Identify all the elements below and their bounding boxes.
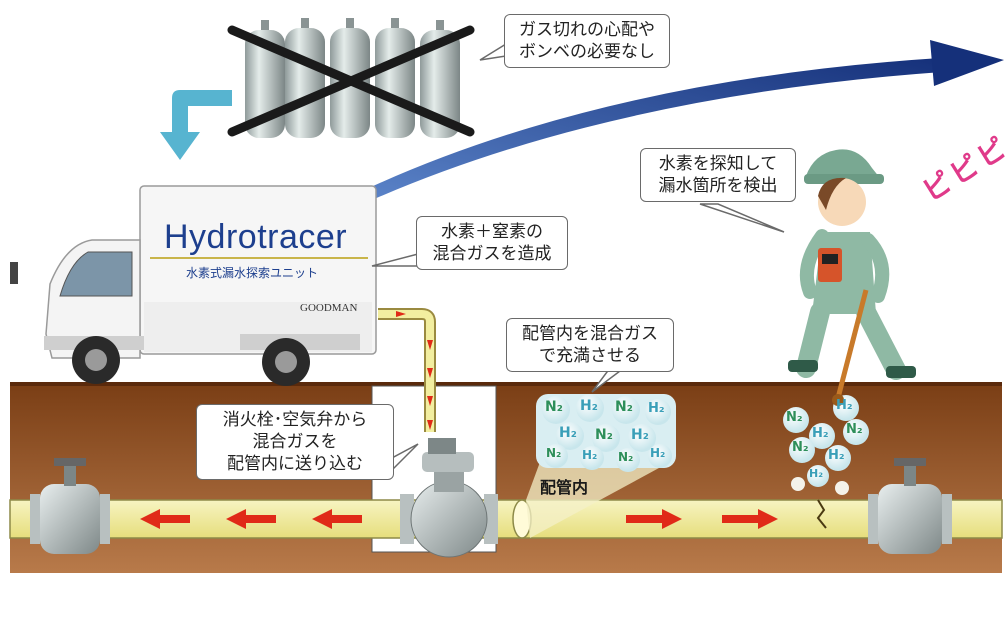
molecule-n2: N₂ bbox=[546, 446, 562, 460]
down-arrow bbox=[160, 90, 232, 160]
callout-inject-line1: 消火栓･空気弁から bbox=[222, 410, 368, 430]
pipe-crack bbox=[816, 499, 827, 529]
molecule-n2: N₂ bbox=[545, 399, 563, 415]
callout-mix-line1: 水素＋窒素の bbox=[441, 222, 543, 242]
molecule-h2: H₂ bbox=[828, 448, 845, 463]
molecule-h2: H₂ bbox=[836, 398, 853, 413]
big-arrow-head bbox=[930, 40, 1004, 86]
big-progress-arrow bbox=[360, 58, 942, 200]
molecule-n2: N₂ bbox=[618, 450, 634, 464]
truck bbox=[10, 185, 377, 386]
callout-detect-line2: 漏水箇所を検出 bbox=[658, 176, 778, 196]
molecule-n2: N₂ bbox=[846, 422, 863, 437]
truck-brand: Hydrotracer bbox=[164, 218, 348, 256]
callout-no-gas-line2: ボンベの必要なし bbox=[519, 42, 655, 62]
callout-detect: 水素を探知して 漏水箇所を検出 bbox=[640, 148, 796, 202]
callout-inject-line2: 混合ガスを bbox=[252, 432, 338, 452]
gas-cylinders bbox=[245, 18, 460, 138]
truck-maker: GOODMAN bbox=[300, 302, 358, 314]
molecule-h2: H₂ bbox=[580, 398, 598, 414]
molecule-h2: H₂ bbox=[559, 425, 577, 441]
ground-surface-line bbox=[10, 382, 1002, 386]
hose-flow-arrows bbox=[396, 311, 433, 430]
truck-subtitle: 水素式漏水探索ユニット bbox=[186, 266, 319, 280]
molecule-h2: H₂ bbox=[812, 426, 829, 441]
callout-mix-line2: 混合ガスを造成 bbox=[432, 244, 552, 264]
callout-detect-line1: 水素を探知して bbox=[658, 154, 778, 174]
molecule-h2: H₂ bbox=[582, 448, 598, 462]
callout-no-gas: ガス切れの心配や ボンベの必要なし bbox=[504, 14, 670, 68]
molecule-cluster-pipe bbox=[542, 394, 672, 472]
callout-fill-line1: 配管内を混合ガス bbox=[522, 324, 658, 344]
hydrant-valve bbox=[400, 438, 498, 558]
callout-fill-pipe: 配管内を混合ガス で充満させる bbox=[506, 318, 674, 372]
cross-out-mark bbox=[227, 25, 475, 137]
molecule-h2: H₂ bbox=[650, 446, 666, 460]
pipe-flow-arrows bbox=[140, 509, 778, 529]
magnify-cone bbox=[526, 462, 670, 538]
gate-valve-left bbox=[30, 458, 110, 554]
pipe-label: 配管内 bbox=[540, 478, 589, 497]
molecule-n2: N₂ bbox=[792, 440, 809, 455]
molecule-n2: N₂ bbox=[615, 399, 633, 415]
molecule-h2: H₂ bbox=[631, 427, 649, 443]
callout-inject-line3: 配管内に送り込む bbox=[227, 454, 363, 474]
molecule-n2: N₂ bbox=[595, 427, 613, 443]
callout-fill-line2: で充満させる bbox=[539, 346, 641, 366]
molecule-h2: H₂ bbox=[809, 467, 824, 480]
callout-mix-gas: 水素＋窒素の 混合ガスを造成 bbox=[416, 216, 568, 270]
callout-inject: 消火栓･空気弁から 混合ガスを 配管内に送り込む bbox=[196, 404, 394, 480]
molecule-n2: N₂ bbox=[786, 410, 803, 425]
gate-valve-right bbox=[868, 458, 952, 554]
worker bbox=[788, 149, 916, 406]
callout-no-gas-line1: ガス切れの心配や bbox=[519, 20, 655, 40]
molecule-h2: H₂ bbox=[648, 401, 665, 416]
